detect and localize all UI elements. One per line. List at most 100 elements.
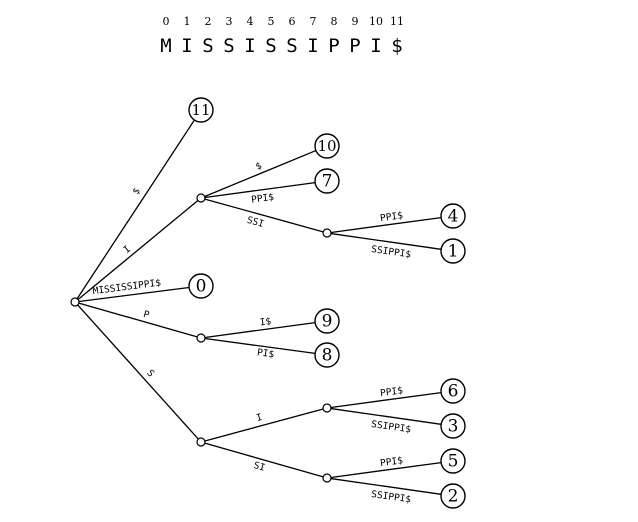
string-index: 11 xyxy=(390,15,404,28)
string-char: S xyxy=(223,35,234,57)
edge-label: PPI$ xyxy=(380,455,404,469)
internal-node xyxy=(196,193,206,203)
leaf-circle xyxy=(440,203,466,229)
leaf-circle xyxy=(314,168,340,194)
leaf-node: 11 xyxy=(188,97,214,123)
tree-edge xyxy=(330,477,442,495)
leaf-node: 10 xyxy=(314,133,340,159)
edge-label: SSIPPI$ xyxy=(371,489,412,506)
edge-label: PI$ xyxy=(256,347,275,360)
leaf-circle xyxy=(440,413,466,439)
leaf-circle xyxy=(440,378,466,404)
internal-node xyxy=(322,403,332,413)
leaf-label: 11 xyxy=(191,101,210,119)
edge-label: MISSISSIPPI$ xyxy=(92,278,162,298)
tree-edge xyxy=(204,321,316,339)
leaf-label: 8 xyxy=(322,346,333,366)
leaf-circle xyxy=(314,308,340,334)
tree-edge xyxy=(204,442,324,478)
string-index: 2 xyxy=(205,15,212,28)
leaf-node: 0 xyxy=(188,273,214,299)
root-node xyxy=(70,297,80,307)
leaf-node: 5 xyxy=(440,448,466,474)
tree-edge xyxy=(204,181,316,199)
tree-edge xyxy=(330,391,442,409)
edge-label: PPI$ xyxy=(380,385,404,399)
leaf-circle xyxy=(188,97,214,123)
tree-edge xyxy=(204,149,317,198)
internal-node xyxy=(322,473,332,483)
string-index: 0 xyxy=(163,15,170,28)
edge-label: SSIPPI$ xyxy=(371,244,412,261)
internal-node xyxy=(322,228,332,238)
leaf-label: 10 xyxy=(317,137,336,155)
edge-label: I xyxy=(122,244,133,256)
tree-edges xyxy=(76,119,442,495)
leaf-node: 4 xyxy=(440,203,466,229)
tree-edge xyxy=(76,119,195,300)
leaf-label: 5 xyxy=(448,452,459,472)
string-char: P xyxy=(349,35,360,57)
leaf-label: 2 xyxy=(448,487,459,507)
tree-edge xyxy=(78,302,198,338)
string-index: 7 xyxy=(310,15,317,28)
leaf-node: 9 xyxy=(314,308,340,334)
leaf-circle xyxy=(440,448,466,474)
tree-edge xyxy=(204,337,316,355)
string-char: M xyxy=(160,35,171,57)
edge-label: S xyxy=(144,368,156,380)
tree-edge xyxy=(77,304,199,440)
string-index: 10 xyxy=(369,15,383,28)
edge-label: SI xyxy=(252,460,266,474)
edge-label: PPI$ xyxy=(380,210,404,224)
string-char: S xyxy=(286,35,297,57)
string-char: I xyxy=(244,35,255,57)
leaf-node: 7 xyxy=(314,168,340,194)
leaf-label: 7 xyxy=(322,172,333,192)
tree-edge xyxy=(330,461,442,479)
string-char: I xyxy=(181,35,192,57)
leaf-label: 0 xyxy=(196,277,207,297)
string-index: 5 xyxy=(268,15,275,28)
leaf-circle xyxy=(440,238,466,264)
leaf-label: 1 xyxy=(448,242,459,262)
string-char: S xyxy=(202,35,213,57)
edge-label: $ xyxy=(254,160,264,172)
leaf-node: 3 xyxy=(440,413,466,439)
leaf-label: 9 xyxy=(322,312,333,332)
tree-edge xyxy=(77,200,199,300)
leaf-node: 6 xyxy=(440,378,466,404)
string-index: 6 xyxy=(289,15,296,28)
tree-edge xyxy=(330,232,442,250)
edge-label: P xyxy=(142,309,151,321)
leaf-circle xyxy=(188,273,214,299)
string-char: P xyxy=(328,35,339,57)
string-index: 8 xyxy=(331,15,338,28)
tree-edge xyxy=(330,216,442,234)
leaf-label: 3 xyxy=(448,417,459,437)
edge-label: PPI$ xyxy=(251,192,275,206)
edge-label: SSIPPI$ xyxy=(371,419,412,436)
tree-edge xyxy=(204,198,324,233)
leaf-node: 8 xyxy=(314,342,340,368)
edge-label: I$ xyxy=(259,316,272,328)
leaf-circle xyxy=(314,133,340,159)
edge-label: SSI xyxy=(246,215,265,230)
leaf-label: 6 xyxy=(448,382,459,402)
string-char: I xyxy=(370,35,381,57)
string-index: 1 xyxy=(184,15,191,28)
edge-label: I xyxy=(255,412,263,424)
leaf-node: 1 xyxy=(440,238,466,264)
string-index: 4 xyxy=(247,15,254,28)
string-index: 3 xyxy=(226,15,233,28)
leaf-circle xyxy=(314,342,340,368)
tree-edge xyxy=(330,407,442,425)
tree-edge xyxy=(78,286,190,303)
leaf-circle xyxy=(440,483,466,509)
string-char: $ xyxy=(391,35,402,57)
leaf-label: 4 xyxy=(448,207,459,227)
